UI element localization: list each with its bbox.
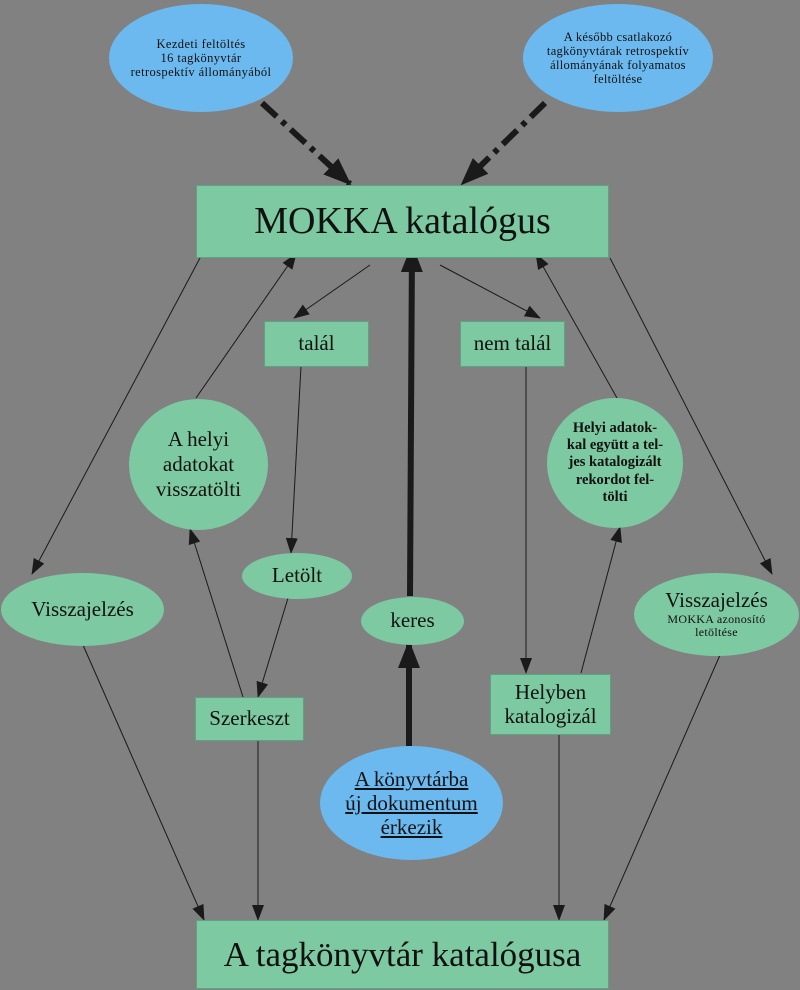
helyi-feltolti-ellipse: Helyi adatok- kal együtt a tel- jes kata… bbox=[547, 398, 683, 528]
letolt-label: Letölt bbox=[271, 563, 323, 588]
arrow-mokka-to-visszajelzes-right bbox=[609, 257, 773, 575]
helyi-visszatolti-ellipse: A helyi adatokat visszatölti bbox=[129, 399, 268, 530]
keres-label: keres bbox=[390, 608, 435, 633]
keres-ellipse: keres bbox=[361, 597, 464, 645]
uj-dokumentum-label: A könyvtárba új dokumentum érkezik bbox=[345, 766, 478, 840]
letolt-ellipse: Letölt bbox=[242, 553, 352, 599]
arrow-feltolti-to-mokka bbox=[535, 253, 618, 399]
arrow-mokka-to-visszajelzes-left bbox=[31, 257, 201, 575]
arrow-keres-to-mokka bbox=[400, 244, 423, 597]
arrow-mokka-to-nem-talal bbox=[439, 264, 541, 319]
tagkonyvtar-catalog-label: A tagkönyvtár katalógusa bbox=[223, 934, 582, 974]
visszajelzes-right-title: Visszajelzés bbox=[665, 588, 768, 613]
nem-talal-box: nem talál bbox=[460, 321, 565, 367]
arrow-visszatolti-to-mokka bbox=[195, 253, 297, 399]
arrow-seed-initial-to-mokka bbox=[259, 100, 353, 187]
arrow-visszajelzes-right-to-tagkonyvtar bbox=[603, 654, 721, 921]
mokka-catalog-label: MOKKA katalógus bbox=[254, 200, 551, 243]
arrow-szerkeszt-to-visszatolti bbox=[188, 528, 244, 698]
helyben-katalogizal-box: Helyben katalogizál bbox=[490, 674, 611, 735]
arrow-talal-to-letolt bbox=[285, 365, 302, 554]
arrow-helyben-to-feltolti bbox=[580, 526, 622, 674]
szerkeszt-box: Szerkeszt bbox=[195, 697, 304, 741]
visszajelzes-left-label: Visszajelzés bbox=[31, 596, 134, 621]
later-load-ellipse: A később csatlakozó tagkönyvtárak retros… bbox=[523, 4, 713, 112]
mokka-catalog-box: MOKKA katalógus bbox=[196, 185, 609, 258]
initial-load-ellipse: Kezdeti feltöltés 16 tagkönyvtár retrosp… bbox=[109, 4, 293, 112]
talal-label: talál bbox=[298, 331, 335, 356]
arrow-seed-later-to-mokka bbox=[459, 100, 548, 187]
szerkeszt-label: Szerkeszt bbox=[209, 706, 290, 731]
later-load-label: A később csatlakozó tagkönyvtárak retros… bbox=[546, 30, 690, 86]
uj-dokumentum-ellipse: A könyvtárba új dokumentum érkezik bbox=[320, 746, 503, 860]
arrow-mokka-to-talal bbox=[293, 264, 371, 319]
helyi-feltolti-label: Helyi adatok- kal együtt a tel- jes kata… bbox=[566, 419, 664, 506]
helyben-katalogizal-label: Helyben katalogizál bbox=[504, 679, 597, 728]
visszajelzes-left-ellipse: Visszajelzés bbox=[1, 573, 164, 646]
initial-load-label: Kezdeti feltöltés 16 tagkönyvtár retrosp… bbox=[130, 37, 272, 79]
helyi-visszatolti-label: A helyi adatokat visszatölti bbox=[155, 426, 242, 502]
visszajelzes-right-ellipse: Visszajelzés MOKKA azonosító letöltése bbox=[634, 573, 799, 656]
tagkonyvtar-catalog-box: A tagkönyvtár katalógusa bbox=[196, 920, 609, 989]
arrow-letolt-to-szerkeszt bbox=[256, 597, 289, 698]
visszajelzes-right-subtitle: MOKKA azonosító letöltése bbox=[667, 611, 766, 640]
talal-box: talál bbox=[264, 321, 369, 367]
nem-talal-label: nem talál bbox=[473, 331, 552, 356]
arrow-visszajelzes-left-to-tagkonyvtar bbox=[82, 644, 205, 921]
